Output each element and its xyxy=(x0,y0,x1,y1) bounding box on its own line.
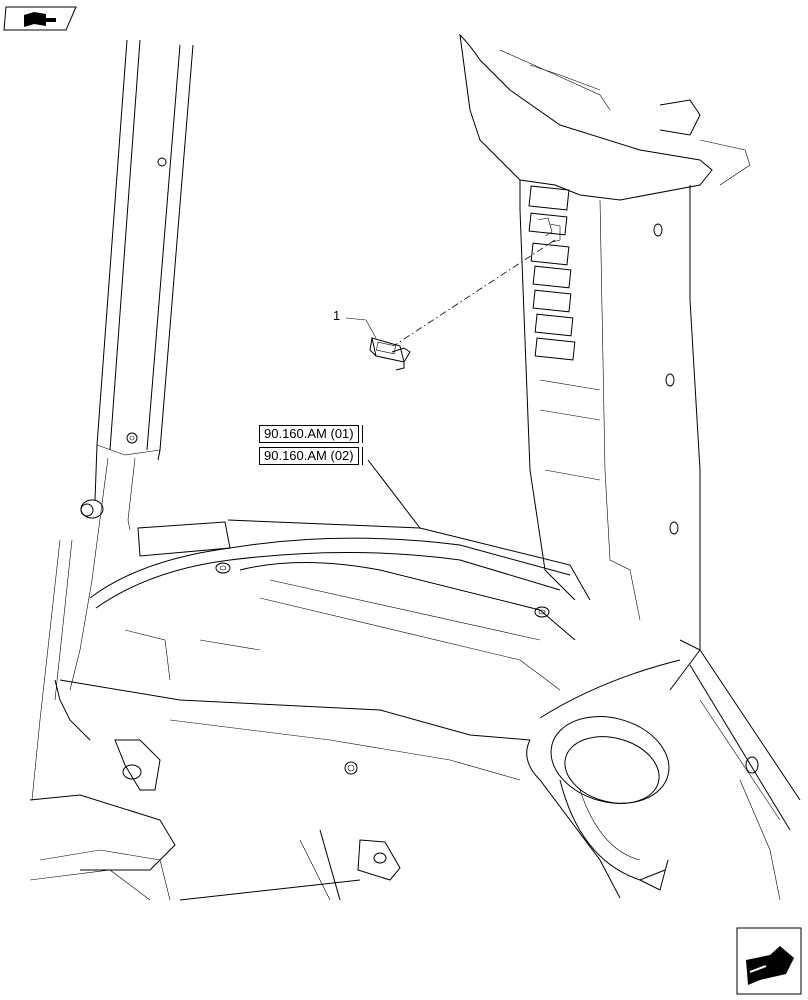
right-pillar xyxy=(459,33,751,691)
switch-panel xyxy=(528,185,576,361)
book-arrow-icon[interactable] xyxy=(3,6,77,31)
part-1-switch xyxy=(369,337,411,371)
left-pillar xyxy=(31,39,194,801)
reference-link-02[interactable]: 90.160.AM (02) xyxy=(259,447,363,465)
reference-leader-line xyxy=(367,459,421,529)
dashboard-body xyxy=(29,519,681,901)
cup-holder xyxy=(550,716,670,891)
right-side-panel xyxy=(679,639,801,901)
callout-1: 1 xyxy=(333,308,341,323)
reference-link-01[interactable]: 90.160.AM (01) xyxy=(259,425,363,443)
navigation-arrow-icon[interactable] xyxy=(736,927,802,995)
assembly-leader-line xyxy=(394,239,556,346)
callout-1-leader xyxy=(345,317,377,339)
